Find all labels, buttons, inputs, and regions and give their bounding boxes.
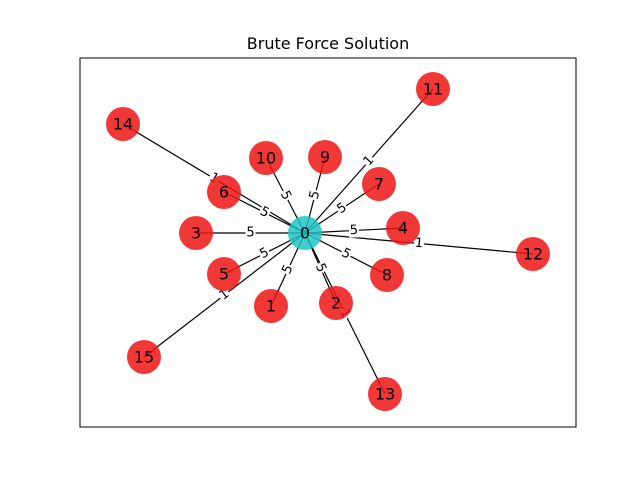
node-8: 8 [370, 258, 404, 292]
node-label: 2 [331, 294, 341, 313]
node-3: 3 [179, 216, 213, 250]
node-7: 7 [362, 167, 396, 201]
axes-frame [79, 57, 577, 428]
edge-label-bg [256, 203, 273, 222]
edge-label-0-10: 5 [276, 187, 295, 204]
leaf-node-circle [368, 377, 402, 411]
node-2: 2 [319, 286, 353, 320]
edge-label-bg [245, 225, 256, 240]
edge-label-0-12: 1 [413, 235, 425, 252]
leaf-node-circle [106, 107, 140, 141]
node-label: 12 [523, 245, 543, 264]
edge-label-bg [338, 244, 355, 263]
node-label: 14 [113, 115, 133, 134]
edge-weight-text: 5 [349, 223, 358, 238]
edge-label-0-3: 5 [245, 225, 256, 241]
leaf-node-circle [127, 340, 161, 374]
node-label: 9 [320, 148, 330, 167]
leaf-node-circle [254, 289, 288, 323]
edge-label-bg [278, 261, 297, 277]
node-15: 15 [127, 340, 161, 374]
edge-label-0-8: 5 [338, 244, 355, 263]
node-0: 0 [288, 216, 322, 250]
node-9: 9 [308, 140, 342, 174]
edge-weight-text: 1 [414, 236, 424, 252]
leaf-node-circle [386, 211, 420, 245]
node-6: 6 [207, 175, 241, 209]
leaf-node-circle [370, 258, 404, 292]
edge-label-bg [333, 199, 351, 218]
edge-label-0-7: 5 [333, 199, 351, 218]
node-1: 1 [254, 289, 288, 323]
leaf-node-circle [207, 175, 241, 209]
leaf-node-circle [516, 237, 550, 271]
edge-label-bg [312, 260, 330, 276]
node-14: 14 [106, 107, 140, 141]
leaf-node-circle [416, 72, 450, 106]
node-4: 4 [386, 211, 420, 245]
node-label: 7 [374, 175, 384, 194]
node-label: 13 [375, 385, 395, 404]
figure-title: Brute Force Solution [247, 34, 409, 53]
node-label: 11 [423, 80, 443, 99]
node-label: 1 [266, 297, 276, 316]
leaf-node-circle [362, 167, 396, 201]
node-label: 3 [191, 224, 201, 243]
edge-label-0-2: 5 [312, 260, 330, 276]
leaf-node-circle [319, 286, 353, 320]
leaf-node-circle [179, 216, 213, 250]
edge-label-bg [359, 151, 378, 170]
edge-label-bg [348, 222, 360, 238]
node-13: 13 [368, 377, 402, 411]
leaf-node-circle [308, 140, 342, 174]
node-label: 0 [300, 224, 310, 243]
node-label: 10 [256, 149, 276, 168]
edge-weight-text: 5 [307, 189, 324, 201]
node-label: 4 [398, 219, 408, 238]
node-10: 10 [249, 141, 283, 175]
node-11: 11 [416, 72, 450, 106]
edge-label-bg [305, 188, 324, 202]
edge-label-bg [276, 187, 295, 204]
node-12: 12 [516, 237, 550, 271]
leaf-node-circle [249, 141, 283, 175]
edge-label-0-4: 5 [348, 222, 360, 238]
edge-label-bg [413, 235, 425, 251]
leaf-node-circle [207, 257, 241, 291]
edge-weight-text: 5 [246, 226, 254, 241]
node-label: 5 [219, 265, 229, 284]
node-label: 8 [382, 266, 392, 285]
hub-node-circle [288, 216, 322, 250]
edge-label-0-1: 5 [278, 261, 297, 277]
node-label: 6 [219, 183, 229, 202]
edge-label-bg [256, 244, 273, 263]
node-label: 15 [134, 348, 154, 367]
node-5: 5 [207, 257, 241, 291]
edge-label-0-9: 5 [305, 188, 324, 202]
